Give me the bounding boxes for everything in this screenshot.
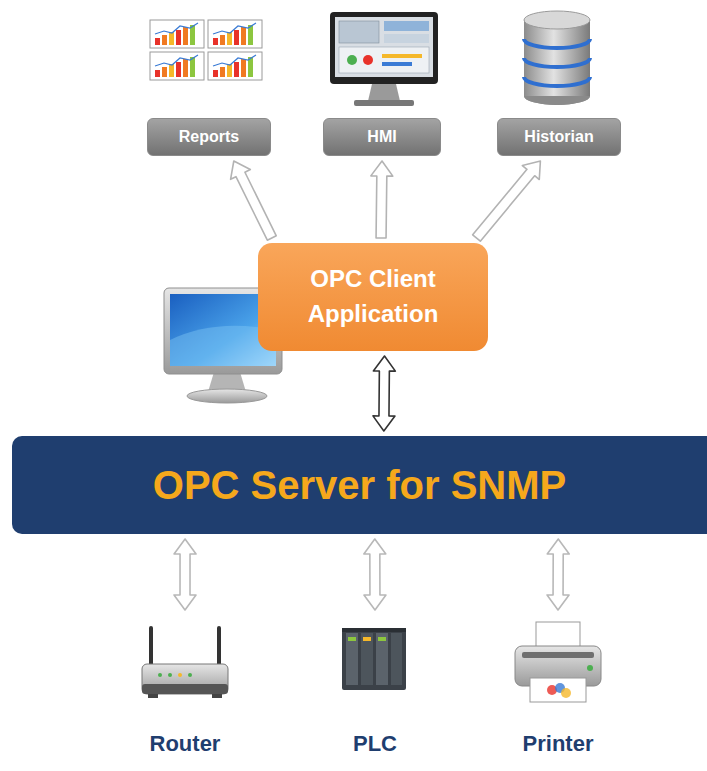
node-label: Reports [179, 127, 239, 146]
hmi-icon [330, 12, 438, 106]
output-box: Reports [147, 118, 271, 156]
node-label: Router [150, 731, 221, 757]
node-label: HMI [367, 127, 396, 146]
device-node: PLC [320, 615, 430, 763]
hollow-arrow [174, 539, 196, 610]
node-label: OPC Server for SNMP [153, 461, 566, 509]
printer-icon [515, 622, 601, 702]
node-label: OPC Client Application [278, 262, 468, 332]
router-icon [142, 626, 228, 698]
node-label: Printer [523, 731, 594, 757]
hollow-arrow [371, 161, 393, 238]
device-node: Printer [498, 615, 618, 763]
hollow-arrow [373, 356, 395, 431]
client-box: OPC Client Application [258, 243, 488, 351]
node-label: Historian [524, 127, 593, 146]
output-box: Historian [497, 118, 621, 156]
historian-icon [524, 11, 590, 105]
reports-icon [150, 20, 262, 80]
device-node: Router [125, 615, 245, 763]
hollow-arrow [364, 539, 386, 610]
hollow-arrow [231, 161, 277, 240]
hollow-arrow [547, 539, 569, 610]
plc-icon [342, 628, 406, 690]
output-box: HMI [323, 118, 441, 156]
node-label: PLC [353, 731, 397, 757]
server-band: OPC Server for SNMP [12, 436, 707, 534]
hollow-arrow [473, 161, 541, 241]
